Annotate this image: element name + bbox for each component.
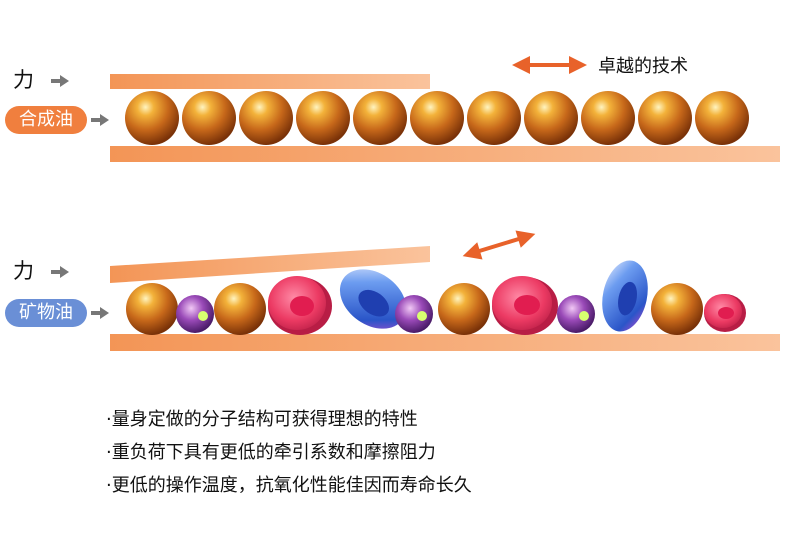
- synthetic-force-arrow-icon: [51, 75, 69, 87]
- synthetic-bottom-plate: [110, 146, 780, 162]
- mineral-molecules: [126, 260, 746, 335]
- synthetic-double-arrow-icon: [512, 56, 587, 74]
- synthetic-molecule: [125, 91, 179, 145]
- synthetic-oil-arrow-icon: [91, 114, 109, 126]
- mineral-force-arrow-icon: [51, 266, 69, 278]
- mineral-molecule: [214, 283, 266, 335]
- synthetic-molecule: [239, 91, 293, 145]
- mineral-bottom-plate: [110, 334, 780, 351]
- synthetic-molecule: [467, 91, 521, 145]
- molecule-highlight: [198, 311, 208, 321]
- synthetic-oil-badge: 合成油: [5, 106, 87, 134]
- mineral-oil-badge: 矿物油: [5, 299, 87, 327]
- mineral-molecule: [126, 283, 178, 335]
- synthetic-molecule: [638, 91, 692, 145]
- mineral-molecule: [339, 269, 407, 329]
- synthetic-molecule: [524, 91, 578, 145]
- benefits-list: ·量身定做的分子结构可获得理想的特性 ·重负荷下具有更低的牵引系数和摩擦阻力 ·…: [106, 403, 472, 502]
- mineral-molecule: [704, 294, 746, 332]
- benefit-item: ·更低的操作温度，抗氧化性能佳因而寿命长久: [106, 475, 472, 496]
- mineral-double-arrow-icon: [462, 230, 536, 260]
- superior-technology-label: 卓越的技术: [598, 56, 688, 77]
- synthetic-molecule: [296, 91, 350, 145]
- mineral-force-label: 力: [13, 259, 34, 283]
- mineral-molecule: [492, 276, 558, 335]
- mineral-molecule: [602, 260, 648, 332]
- synthetic-force-label: 力: [13, 68, 34, 92]
- synthetic-top-plate: [110, 74, 430, 89]
- mineral-molecule: [268, 276, 332, 335]
- synthetic-molecule: [182, 91, 236, 145]
- benefit-item: ·重负荷下具有更低的牵引系数和摩擦阻力: [106, 442, 436, 463]
- mineral-molecule: [651, 283, 703, 335]
- mineral-molecule: [557, 295, 595, 333]
- mineral-molecule: [438, 283, 490, 335]
- mineral-top-plate: [110, 246, 430, 283]
- synthetic-molecule: [581, 91, 635, 145]
- mineral-oil-arrow-icon: [91, 307, 109, 319]
- molecule-highlight: [579, 311, 589, 321]
- molecule-highlight: [417, 311, 427, 321]
- benefit-item: ·量身定做的分子结构可获得理想的特性: [106, 409, 418, 430]
- synthetic-molecule: [410, 91, 464, 145]
- synthetic-molecules: [125, 91, 749, 145]
- synthetic-molecule: [695, 91, 749, 145]
- mineral-molecule: [176, 295, 214, 333]
- synthetic-molecule: [353, 91, 407, 145]
- mineral-molecule: [395, 295, 433, 333]
